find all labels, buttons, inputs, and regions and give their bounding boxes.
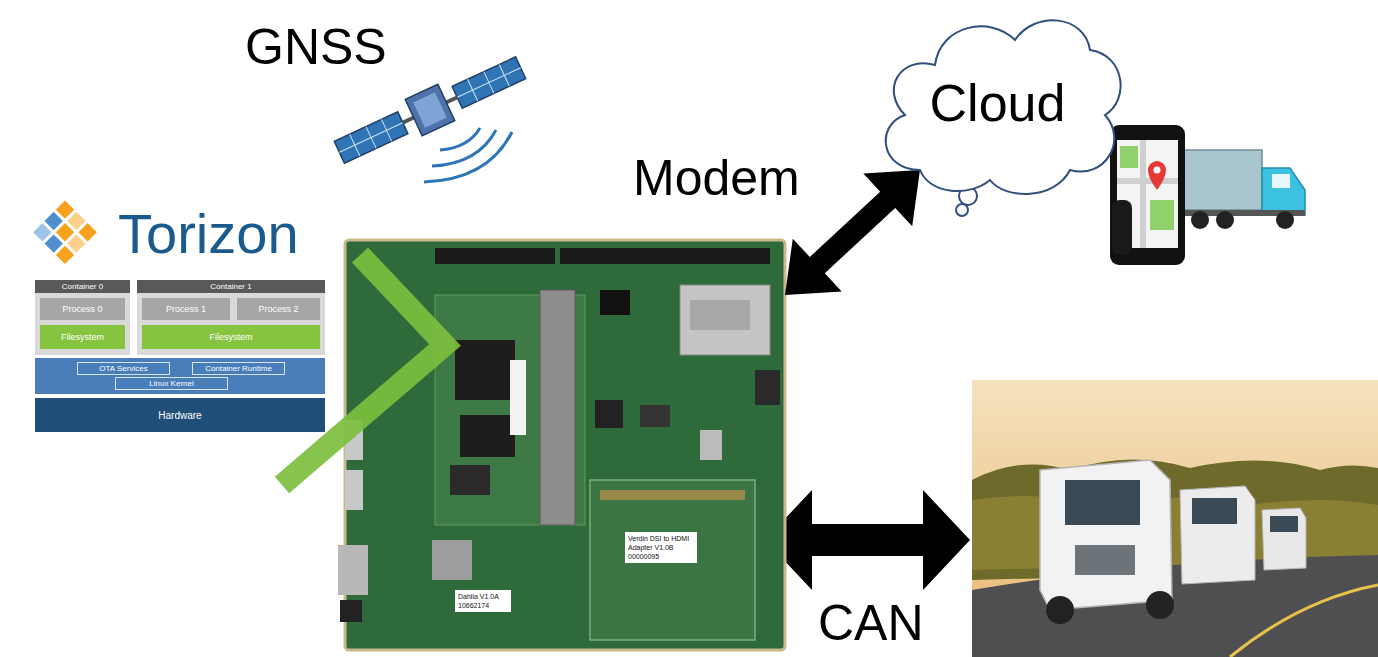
satellite-label: GNSS	[245, 22, 387, 72]
filesystem-box: Filesystem	[142, 325, 320, 349]
box-text: Process 2	[258, 304, 298, 314]
process-box: Process 2	[237, 298, 320, 320]
carrier-board-photo	[282, 240, 785, 650]
box-text: Filesystem	[209, 332, 252, 342]
process-box: Process 1	[142, 298, 230, 320]
trucks-photo	[972, 380, 1378, 657]
box-text: Hardware	[158, 410, 201, 421]
box-text: Process 1	[166, 304, 206, 314]
box-text: Filesystem	[61, 332, 104, 342]
process-box: Process 0	[40, 298, 125, 320]
cloud-outline-path	[886, 20, 1121, 194]
service-box: Container Runtime	[192, 362, 285, 375]
box-text: Container Runtime	[205, 364, 272, 374]
box-text: Process 0	[62, 304, 102, 314]
kernel-box: Linux Kernel	[115, 377, 228, 390]
kernel-band	[35, 358, 325, 394]
filesystem-box: Filesystem	[40, 325, 125, 349]
phone-map-icon	[1110, 125, 1185, 265]
container-box: Container 1 Process 1 Process 2 Filesystem	[137, 280, 325, 355]
hardware-band: Hardware	[35, 398, 325, 432]
container-title: Container 0	[35, 280, 130, 293]
connection-label: Modem	[633, 153, 800, 203]
box-text: OTA Services	[99, 364, 147, 374]
logo-wordmark: Torizon	[118, 206, 299, 262]
can-bus-arrow	[765, 490, 970, 590]
box-text: Linux Kernel	[149, 379, 193, 389]
board-sticker: Dahlia V1.0A 10662174	[455, 590, 511, 612]
cloud-shape: Cloud	[870, 5, 1125, 200]
container-title: Container 1	[137, 280, 325, 293]
board-sticker: Verdin DSI to HDMI Adapter V1.0B 0000009…	[625, 532, 697, 563]
service-box: OTA Services	[77, 362, 170, 375]
carrier-board: Verdin DSI to HDMI Adapter V1.0B 0000009…	[345, 240, 785, 650]
bus-label: CAN	[818, 598, 924, 648]
box-text: Cloud	[930, 77, 1066, 129]
double-arrow-connector	[785, 170, 920, 295]
container-box: Container 0 Process 0 Filesystem	[35, 280, 130, 355]
torizon-logo-icon	[33, 200, 97, 264]
